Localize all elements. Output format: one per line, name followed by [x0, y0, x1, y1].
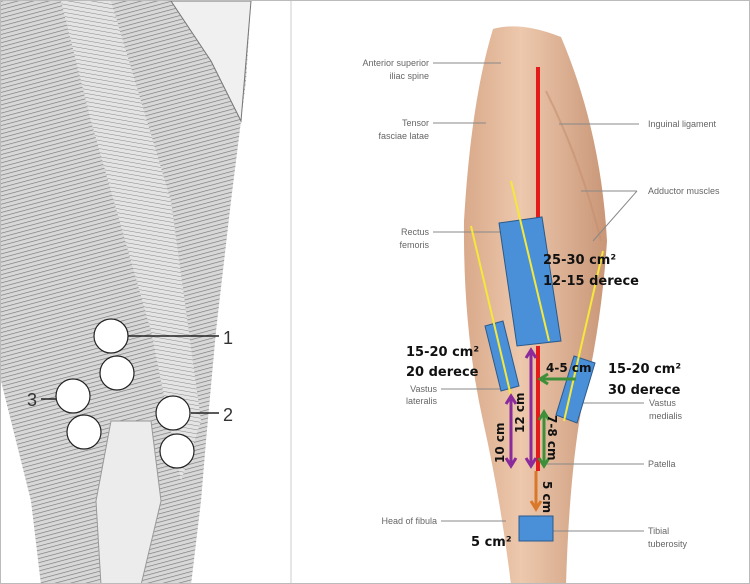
distance-arrows [504, 347, 576, 512]
svg-text:Vastus: Vastus [649, 398, 676, 408]
pad-tibial-tuberosity [518, 515, 554, 542]
svg-text:lateralis: lateralis [406, 396, 438, 406]
pad-vastus-medialis [555, 355, 596, 424]
svg-text:Tibial: Tibial [648, 526, 669, 536]
svg-text:15-20 cm²: 15-20 cm² [608, 362, 681, 377]
muscle-axis-lines [470, 180, 604, 422]
svg-text:Vastus: Vastus [410, 384, 437, 394]
svg-text:25-30 cm²: 25-30 cm² [543, 253, 616, 268]
anatomy-labels: Anterior superior iliac spine Tensor fas… [362, 58, 720, 549]
svg-text:10 cm: 10 cm [493, 423, 507, 464]
svg-text:12 cm: 12 cm [513, 393, 527, 434]
svg-text:Tensor: Tensor [402, 118, 429, 128]
knee-tendon [95, 420, 162, 583]
svg-text:Rectus: Rectus [401, 227, 430, 237]
svg-text:5 cm²: 5 cm² [471, 535, 512, 550]
svg-text:iliac spine: iliac spine [389, 71, 429, 81]
svg-text:15-20 cm²: 15-20 cm² [406, 345, 479, 360]
marker-1: 1 [223, 328, 233, 348]
svg-text:tuberosity: tuberosity [648, 539, 688, 549]
svg-text:4-5 cm: 4-5 cm [546, 361, 591, 375]
svg-text:12-15 derece: 12-15 derece [543, 274, 639, 289]
svg-text:5 cm: 5 cm [540, 481, 554, 513]
measurement-annotations: 25-30 cm² 12-15 derece 15-20 cm² 20 dere… [406, 253, 681, 550]
hip-joint [170, 1, 252, 123]
svg-text:Patella: Patella [648, 459, 676, 469]
sartorius [61, 1, 201, 481]
svg-text:20 derece: 20 derece [406, 365, 479, 380]
marker-3: 3 [27, 390, 37, 410]
svg-text:femoris: femoris [399, 240, 429, 250]
electrode-markers [55, 318, 195, 469]
svg-text:7-8 cm: 7-8 cm [545, 415, 559, 460]
svg-text:Anterior superior: Anterior superior [362, 58, 429, 68]
svg-text:Head of fibula: Head of fibula [381, 516, 437, 526]
label-leader-lines [433, 62, 644, 532]
svg-text:30 derece: 30 derece [608, 383, 681, 398]
svg-text:fasciae latae: fasciae latae [378, 131, 429, 141]
marker-2: 2 [223, 405, 233, 425]
svg-text:medialis: medialis [649, 411, 683, 421]
svg-text:Adductor muscles: Adductor muscles [648, 186, 720, 196]
svg-text:Inguinal ligament: Inguinal ligament [648, 119, 717, 129]
pad-rectus-femoris [498, 216, 562, 347]
